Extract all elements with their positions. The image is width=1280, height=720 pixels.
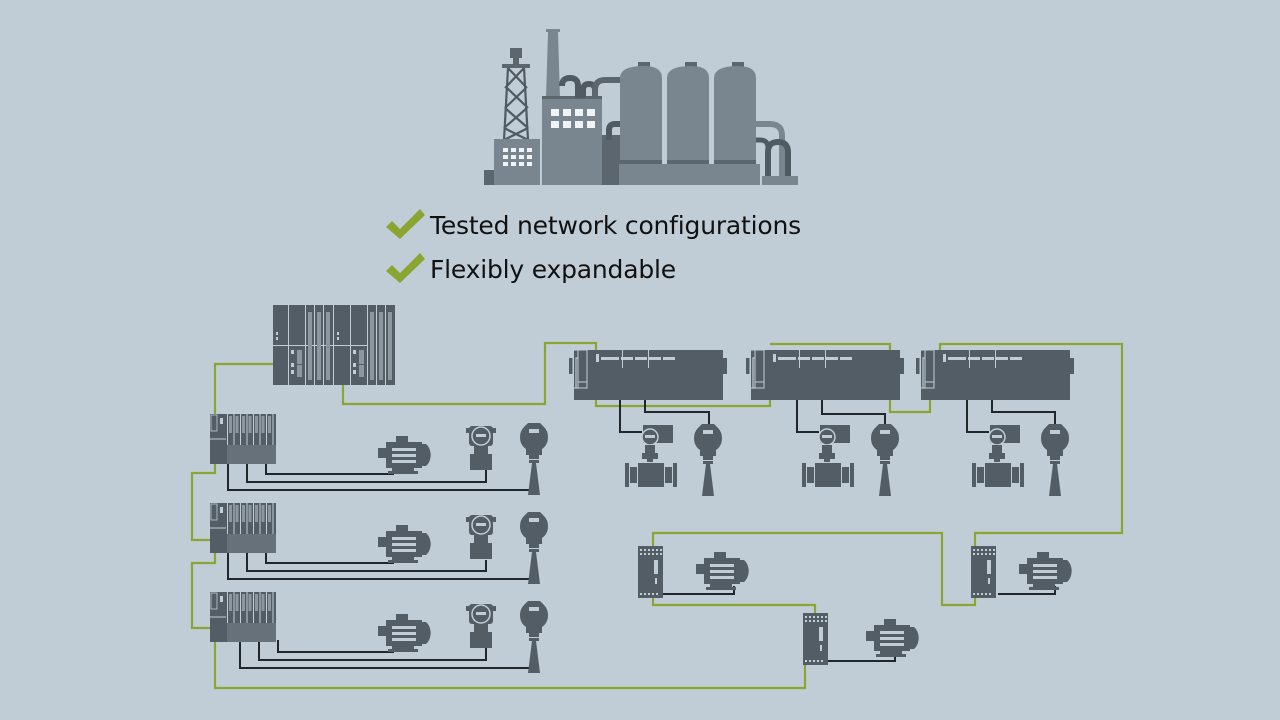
flow-meter-icon — [971, 424, 1025, 488]
radar-level-sensor-icon — [871, 424, 899, 496]
motor-icon — [378, 436, 431, 474]
feature-list: Tested network configurations Flexibly e… — [384, 203, 801, 291]
distributed-io-station-1 — [568, 349, 728, 496]
pressure-transmitter-icon — [465, 425, 497, 471]
radar-level-sensor-icon — [694, 424, 722, 496]
drive-3 — [971, 546, 1072, 598]
radar-level-sensor-icon — [520, 423, 548, 495]
signal-lines — [227, 398, 1056, 669]
motor-icon — [1019, 552, 1072, 590]
motor-icon — [696, 552, 749, 590]
radar-level-sensor-icon — [520, 601, 548, 673]
feature-item: Flexibly expandable — [384, 247, 801, 291]
drive-2 — [803, 613, 919, 665]
distributed-io-station-3 — [915, 349, 1075, 496]
network-lines — [190, 341, 1124, 690]
checkmark-icon — [386, 253, 425, 283]
feature-text: Tested network configurations — [430, 210, 801, 240]
flow-meter-icon — [801, 424, 855, 488]
flow-meter-icon — [624, 424, 678, 488]
redundant-controller — [273, 305, 395, 385]
motor-icon — [378, 614, 431, 652]
radar-level-sensor-icon — [520, 512, 548, 584]
pressure-transmitter-icon — [465, 603, 497, 649]
motor-icon — [378, 525, 431, 563]
motor-icon — [866, 619, 919, 657]
drive-1 — [638, 546, 749, 598]
pressure-transmitter-icon — [465, 514, 497, 560]
distributed-io-station-2 — [745, 349, 905, 496]
checkmark-icon — [386, 209, 425, 239]
feature-item: Tested network configurations — [384, 203, 801, 247]
feature-text: Flexibly expandable — [430, 254, 676, 284]
radar-level-sensor-icon — [1041, 424, 1069, 496]
industrial-plant-illustration — [484, 29, 798, 185]
